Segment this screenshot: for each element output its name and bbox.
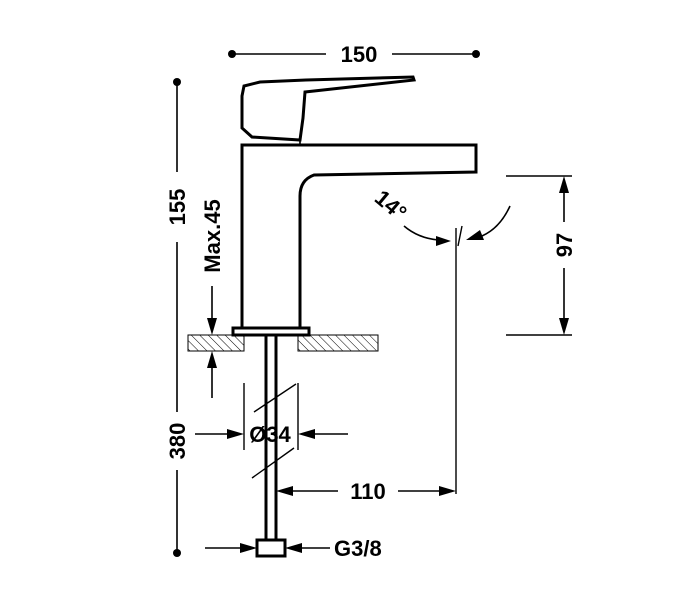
max-thickness-dimension: Max.45 bbox=[200, 199, 225, 398]
countertop-right bbox=[297, 334, 379, 352]
countertop-section bbox=[187, 334, 379, 352]
faucet-body bbox=[231, 75, 478, 337]
spout-reach-label: 110 bbox=[350, 479, 386, 504]
spout-angle-dimension: 14° bbox=[370, 185, 511, 494]
countertop-left bbox=[187, 334, 245, 352]
spout-height-label: 97 bbox=[552, 233, 577, 257]
width-dimension: 150 bbox=[228, 42, 480, 67]
spout-angle-label: 14° bbox=[370, 185, 412, 226]
height-dimension: 155 bbox=[165, 78, 190, 335]
max-thickness-label: Max.45 bbox=[200, 199, 225, 272]
spout-height-dimension: 97 bbox=[506, 175, 577, 336]
spout-body bbox=[240, 143, 478, 328]
lever-handle bbox=[240, 75, 417, 142]
hose-length-label: 380 bbox=[165, 423, 190, 460]
hole-diameter-label: Ø34 bbox=[249, 422, 291, 447]
connection-label: G3/8 bbox=[334, 536, 382, 561]
width-label: 150 bbox=[341, 42, 378, 67]
height-label: 155 bbox=[165, 189, 190, 226]
connection-dimension: G3/8 bbox=[205, 536, 382, 561]
hose-connector bbox=[255, 538, 287, 558]
spout-reach-dimension: 110 bbox=[276, 479, 456, 504]
hose-length-dimension: 380 bbox=[165, 335, 190, 557]
base-plate bbox=[231, 326, 311, 337]
hole-diameter-dimension: Ø34 bbox=[195, 383, 348, 450]
